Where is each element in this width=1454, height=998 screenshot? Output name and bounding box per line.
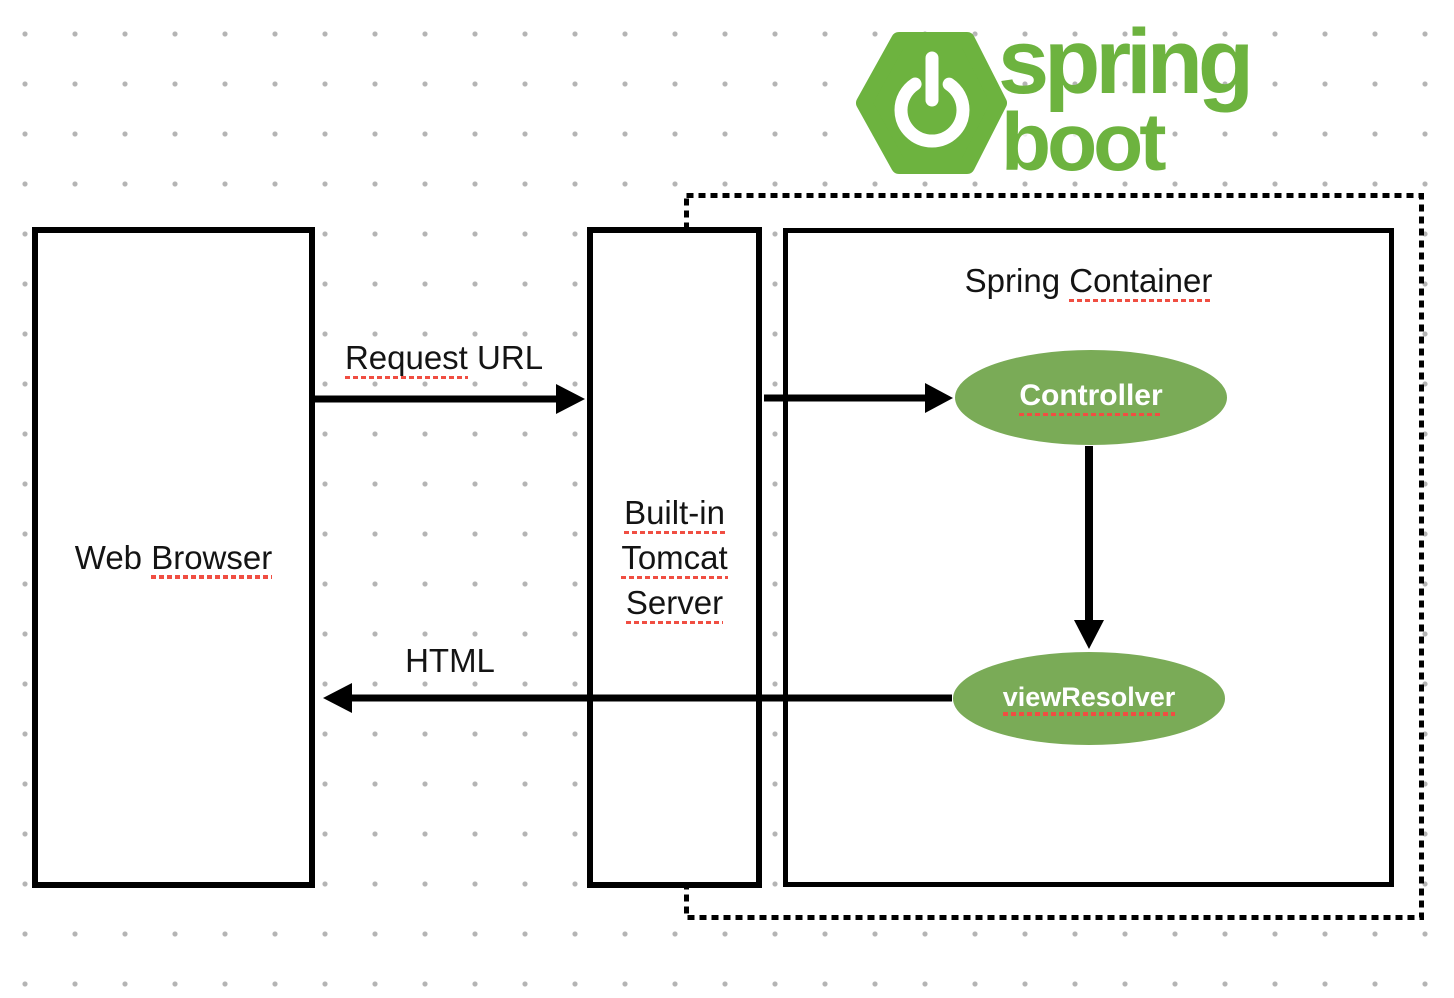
request-url-label-underlined: Request [344, 339, 468, 379]
logo-text-boot: boot [1001, 97, 1167, 188]
spring-boot-hexagon-icon [856, 32, 1007, 174]
web-browser-label: Web Browser [74, 538, 273, 579]
html-label: HTML [405, 642, 495, 679]
spring-container-title-prefix: Spring [964, 262, 1061, 299]
tomcat-label-line2: Tomcat [621, 539, 728, 579]
view-resolver-node: viewResolver [953, 652, 1225, 745]
spring-container-title-underlined: Container [1069, 262, 1213, 302]
request-url-label: Request URL [294, 339, 594, 379]
tomcat-server-box: Built-in Tomcat Server [587, 227, 762, 888]
request-url-arrow [315, 384, 585, 414]
request-url-arrow-head [556, 384, 585, 414]
power-icon-ring [894, 72, 970, 148]
logo-text-spring: spring [998, 11, 1254, 113]
web-browser-box: Web Browser [32, 227, 315, 888]
spring-container-title: Spring Container [964, 261, 1213, 302]
web-browser-label-prefix: Web [74, 538, 143, 576]
tomcat-label-line3: Server [625, 584, 724, 624]
web-browser-label-underlined: Browser [151, 538, 273, 579]
spring-container-box: Spring Container [783, 228, 1394, 887]
view-resolver-label: viewResolver [1002, 681, 1176, 716]
html-response-arrow-head [323, 683, 352, 713]
request-url-label-suffix: URL [477, 339, 544, 376]
controller-label: Controller [1019, 379, 1163, 416]
tomcat-server-label: Built-in Tomcat Server [621, 490, 728, 625]
controller-node: Controller [955, 350, 1227, 445]
tomcat-label-line1: Built-in [624, 494, 725, 534]
